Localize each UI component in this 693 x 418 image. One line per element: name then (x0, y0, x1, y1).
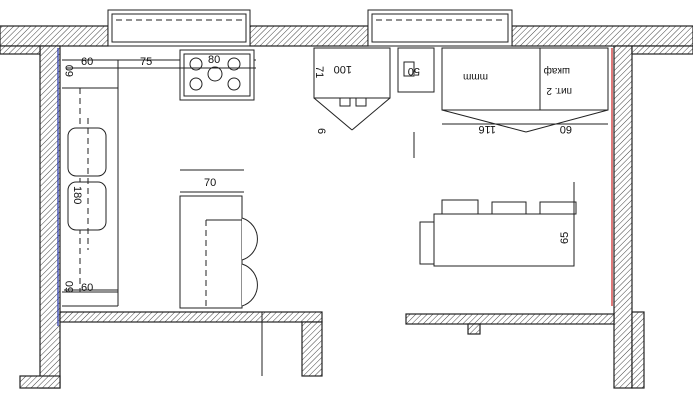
cooktop (179, 49, 255, 101)
dim-label-left-top: 60 (64, 65, 76, 77)
chair-icon (539, 201, 577, 215)
left-bottom-corner (19, 375, 61, 389)
dining-table (419, 182, 577, 267)
window-left-sill (111, 13, 247, 43)
bottom-wall-left (59, 311, 323, 323)
cooktop-inner (183, 53, 251, 97)
bottom-wall-left-return (301, 321, 323, 377)
dim-label-small-mark: 6 (315, 128, 327, 134)
left-counter (62, 59, 256, 307)
dim-label-island-width: 70 (204, 177, 216, 189)
chair-icon (491, 201, 527, 215)
right-cabinet-label-a: mmm (463, 71, 488, 82)
walls (0, 25, 693, 389)
dim-label-left-bottom: 60 (64, 281, 76, 293)
chair-icon (419, 221, 435, 265)
window-right-sill (371, 13, 509, 43)
dim-label-counter-bottom: 60 (81, 282, 93, 294)
right-wall (613, 45, 633, 389)
right-wall-outer (631, 45, 693, 55)
right-cabinet-a (441, 47, 541, 111)
island (179, 195, 258, 309)
stool-icon (241, 217, 258, 261)
table-top (433, 213, 575, 267)
window-right-frame (367, 9, 513, 47)
hood-line (313, 97, 353, 131)
dim-label-right-cabinet-b: 60 (560, 123, 572, 135)
tall-unit-inner (403, 61, 415, 77)
right-cabinet-line (525, 109, 609, 133)
left-wall (39, 45, 61, 389)
top-wall-left (0, 25, 109, 47)
dim-label-cooktop-offset: 75 (140, 56, 152, 68)
dim-label-sink-run: 180 (71, 186, 83, 204)
cooktop-body (179, 49, 255, 101)
stool-icon (241, 263, 258, 307)
sink-basin-top (67, 127, 107, 177)
right-cabinet-label-b: пит. 2 (546, 85, 572, 96)
hood-handle (355, 97, 367, 107)
top-wall-middle (249, 25, 369, 47)
right-cabinet-b (539, 47, 609, 111)
dim-label-cooktop-width: 80 (208, 54, 220, 66)
island-body (179, 195, 243, 309)
right-outer-wall (631, 311, 645, 389)
dim-label-right-cabinet-a: 116 (478, 123, 496, 135)
dim-label-counter-width: 60 (81, 56, 93, 68)
dim-label-table-depth: 65 (559, 232, 571, 244)
upper-cabinets (313, 47, 609, 133)
bottom-wall-right (405, 313, 615, 325)
window-left-frame (107, 9, 251, 47)
window-left (107, 9, 251, 47)
cabinet-hood (313, 47, 391, 99)
hood-line (351, 97, 391, 131)
burner-icon (227, 77, 241, 91)
dim-label-upper-width: 100 (334, 63, 352, 75)
burner-icon (189, 57, 203, 71)
dimension-lines (64, 67, 608, 376)
bottom-wall-right-stub (467, 323, 481, 335)
dim-label-upper-height: 71 (313, 66, 325, 78)
sink-basin-bottom (67, 181, 107, 231)
window-right (367, 9, 513, 47)
burner-icon (227, 57, 241, 71)
burner-icon (207, 66, 223, 82)
right-cabinet-label-c: шкаф (544, 65, 570, 77)
hood-handle (339, 97, 351, 107)
left-wall-outer (0, 45, 41, 55)
top-wall-right (511, 25, 693, 47)
right-cabinet-line (441, 109, 527, 133)
chair-icon (441, 199, 479, 215)
dim-label-tall-unit: 50 (408, 65, 420, 77)
burner-icon (189, 77, 203, 91)
